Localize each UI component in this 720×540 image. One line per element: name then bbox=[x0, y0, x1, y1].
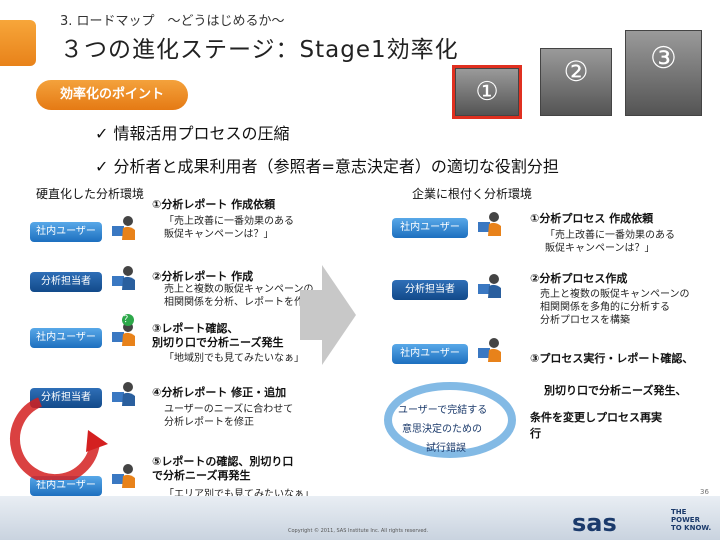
left-step-4-body: ユーザーのニーズに合わせて 分析レポートを修正 bbox=[164, 404, 294, 428]
right-heading: 企業に根付く分析環境 bbox=[412, 187, 533, 201]
left-step-2-body: 売上と複数の販促キャンペーンの 相関関係を分析、レポートを作成 bbox=[164, 284, 314, 308]
person-at-computer-icon bbox=[478, 338, 501, 362]
left-step-3-title: ③レポート確認、 別切り口で分析ニーズ発生 bbox=[152, 322, 284, 349]
tagline: THE POWER TO KNOW. bbox=[671, 508, 712, 532]
person-at-computer-icon bbox=[112, 464, 135, 488]
left-step-4-title: ④分析レポート 修正・追加 bbox=[152, 386, 287, 399]
check-item-1: ✓ 情報活用プロセスの圧縮 bbox=[95, 124, 290, 143]
page-title: ３つの進化ステージ：Stage1効率化 bbox=[60, 37, 459, 63]
left-analyst-box-2: 分析担当者 bbox=[30, 388, 102, 408]
points-label: 効率化のポイント bbox=[36, 80, 188, 110]
question-badge: ？ bbox=[122, 314, 134, 326]
person-at-computer-icon bbox=[478, 212, 501, 236]
left-user-box-2: 社内ユーザー bbox=[30, 328, 102, 348]
person-at-computer-icon bbox=[112, 266, 135, 290]
left-step-1-title: ①分析レポート 作成依頼 bbox=[152, 198, 276, 211]
right-step-2-body: 売上と複数の販促キャンペーンの 相関関係を多角的に分析する 分析プロセスを構築 bbox=[540, 289, 690, 326]
left-analyst-box-1: 分析担当者 bbox=[30, 272, 102, 292]
left-user-box-3: 社内ユーザー bbox=[30, 476, 102, 496]
stage-1-block: ① bbox=[452, 65, 522, 119]
person-at-computer-icon bbox=[112, 382, 135, 406]
right-step-2-title: ②分析プロセス作成 bbox=[530, 272, 628, 285]
loop-label-fix: 修正作業 bbox=[46, 445, 86, 456]
left-step-5-title: ⑤レポートの確認、別切り口 で分析ニーズ再発生 bbox=[152, 455, 294, 482]
left-user-box-1: 社内ユーザー bbox=[30, 222, 102, 242]
left-loop-arrow bbox=[10, 397, 108, 480]
cycle-label-1: ユーザーで完結する bbox=[398, 405, 488, 416]
stage-2-block: ② bbox=[540, 48, 612, 116]
person-at-computer-icon bbox=[112, 216, 135, 240]
right-step-4-title: 別切り口で分析ニーズ発生、 bbox=[544, 384, 687, 397]
right-step-3-title: ③プロセス実行・レポート確認、 bbox=[530, 352, 694, 365]
right-user-box-2: 社内ユーザー bbox=[392, 344, 468, 364]
person-at-computer-icon bbox=[478, 274, 501, 298]
footer-bar bbox=[0, 496, 720, 540]
right-analyst-box: 分析担当者 bbox=[392, 280, 468, 300]
left-step-5-body: 「エリア別でも見てみたいなぁ」 bbox=[164, 489, 314, 500]
copyright-text: Copyright © 2011, SAS Institute Inc. All… bbox=[288, 528, 429, 534]
right-user-box-1: 社内ユーザー bbox=[392, 218, 468, 238]
right-step-1-title: ①分析プロセス 作成依頼 bbox=[530, 212, 654, 225]
right-step-5-title: 条件を変更しプロセス再実 行 bbox=[530, 411, 662, 440]
left-step-2-title: ②分析レポート 作成 bbox=[152, 270, 254, 283]
loop-label-repeat: 繰返される bbox=[46, 413, 86, 437]
cycle-label-3: 試行錯誤 bbox=[426, 443, 466, 454]
transition-arrow-body bbox=[300, 290, 324, 340]
left-step-1-body: 「売上改善に一番効果のある 販促キャンペーンは？」 bbox=[164, 216, 294, 240]
cycle-arrow-icon bbox=[384, 382, 516, 458]
transition-arrow-head bbox=[322, 265, 356, 365]
left-step-3-body: 「地域別でも見てみたいなぁ」 bbox=[164, 353, 304, 364]
sas-logo: sas bbox=[572, 509, 617, 537]
stage-3-block: ③ bbox=[625, 30, 702, 116]
header-accent-bar bbox=[0, 20, 36, 66]
page-number: 36 bbox=[700, 488, 709, 496]
right-step-1-body: 「売上改善に一番効果のある 販促キャンペーンは？」 bbox=[545, 230, 675, 254]
cycle-label-2: 意思決定のための bbox=[402, 424, 482, 435]
page-subtitle: 3. ロードマップ ～どうはじめるか～ bbox=[60, 14, 285, 29]
left-heading: 硬直化した分析環境 bbox=[36, 187, 145, 201]
check-item-2: ✓ 分析者と成果利用者（参照者=意志決定者）の適切な役割分担 bbox=[95, 157, 559, 176]
